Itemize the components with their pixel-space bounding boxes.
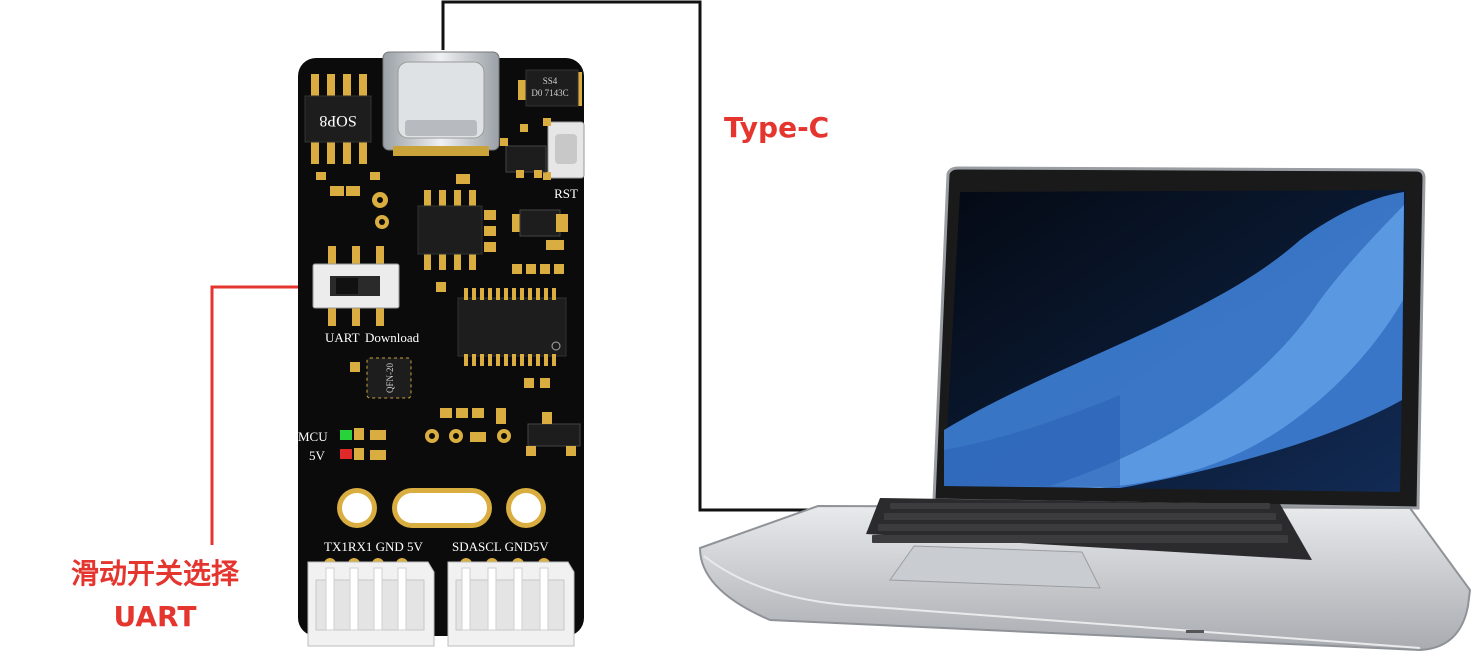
connector1-pin-labels: TX1RX1 GND 5V <box>324 539 424 554</box>
switch-label-download: Download <box>365 330 420 345</box>
sop8-label: SOP8 <box>319 112 356 129</box>
top-right-chip: SS4 D0 7143C <box>518 69 582 107</box>
led-label-mcu: MCU <box>298 429 328 444</box>
status-leds <box>340 428 386 460</box>
small-components-lower <box>425 408 581 456</box>
middle-ic <box>417 190 496 270</box>
mcu-led <box>340 430 352 440</box>
small-components-top <box>316 124 547 229</box>
trackpad <box>889 545 1101 589</box>
mode-slide-switch[interactable] <box>312 246 400 326</box>
qfn20-chip: QFN-20 <box>350 357 550 399</box>
reset-button[interactable] <box>543 118 585 180</box>
rst-label: RST <box>554 186 578 201</box>
svg-text:SS4: SS4 <box>543 76 558 86</box>
sod-component <box>436 209 568 292</box>
connector2-pin-labels: SDASCL GND5V <box>452 539 549 554</box>
power-led <box>340 449 352 459</box>
usb-c-port <box>382 51 500 156</box>
keyboard-keys <box>872 503 1288 543</box>
usb-cable <box>441 0 818 512</box>
type-c-label: Type-C <box>724 111 829 144</box>
switch-leader-line <box>210 285 338 545</box>
switch-annotation-line2: UART <box>114 600 197 633</box>
switch-annotation-line1: 滑动开关选择 <box>71 557 240 590</box>
usb-serial-module-board: SOP8 SS4 D0 7143C RST <box>298 51 585 647</box>
sop8-chip: SOP8 <box>304 74 372 164</box>
i2c-connector[interactable] <box>447 558 575 647</box>
led-label-5v: 5V <box>309 448 326 463</box>
tssop-chip <box>457 288 567 366</box>
qfn-label: QFN-20 <box>385 363 395 394</box>
uart-connector[interactable] <box>307 558 435 647</box>
svg-text:D0 7143C: D0 7143C <box>531 88 568 98</box>
laptop-screen <box>944 190 1406 492</box>
switch-label-uart: UART <box>325 330 360 345</box>
mounting-holes <box>337 488 546 528</box>
laptop <box>698 166 1472 652</box>
